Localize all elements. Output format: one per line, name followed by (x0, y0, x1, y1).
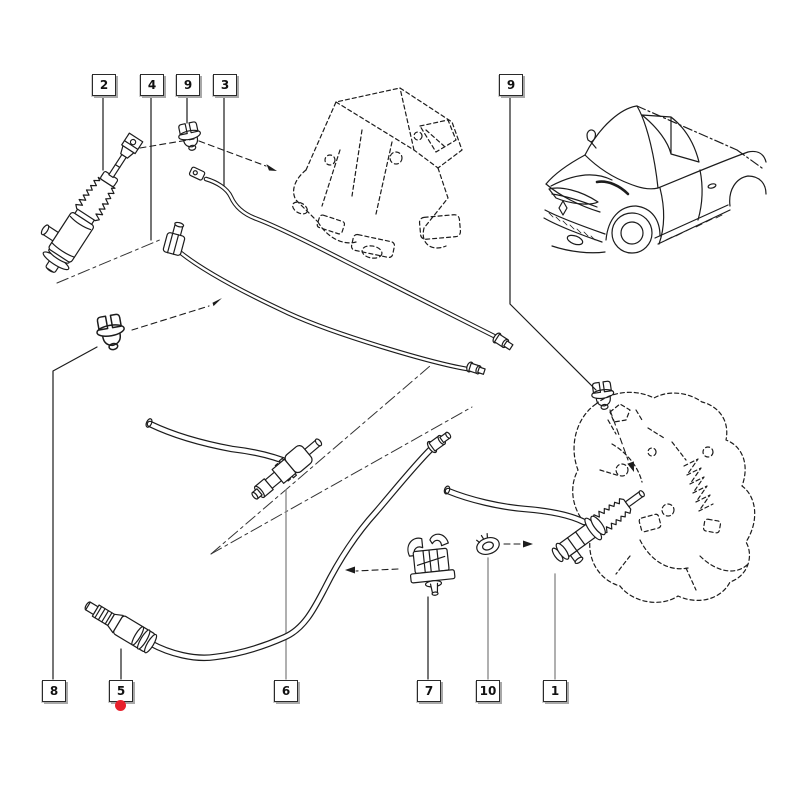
callout-label: 10 (479, 684, 497, 698)
damper-hose-illustration (84, 431, 452, 662)
callout-label: 4 (147, 78, 157, 92)
callout-box-4[interactable]: 4 (140, 74, 164, 96)
slave-cylinder-hose-illustration (443, 485, 645, 565)
callout-box-5[interactable]: 5 (109, 680, 133, 702)
vehicle-overview-illustration (543, 105, 767, 254)
callout-label: 3 (220, 78, 230, 92)
lower-hydraulic-pipe-illustration (162, 221, 486, 375)
callout-box-8[interactable]: 8 (42, 680, 66, 702)
callout-label: 9 (183, 78, 193, 92)
callout-label: 7 (424, 684, 434, 698)
upper-hydraulic-pipe-illustration (188, 166, 514, 351)
grommet-bush-illustration (476, 533, 500, 555)
callout-box-6[interactable]: 6 (274, 680, 298, 702)
callout-box-3[interactable]: 3 (213, 74, 237, 96)
callout-box-9a[interactable]: 9 (176, 74, 200, 96)
callout-box-7[interactable]: 7 (417, 680, 441, 702)
selected-part-marker (114, 700, 126, 711)
retaining-clip-illustration (407, 533, 456, 596)
leader-lines (52, 95, 597, 680)
callout-label: 5 (116, 684, 126, 698)
pointer-arrows (131, 138, 634, 574)
callout-box-10[interactable]: 10 (476, 680, 500, 702)
callout-box-9b[interactable]: 9 (499, 74, 523, 96)
pedal-bracket-ghost-illustration (292, 87, 463, 259)
callout-label: 8 (49, 684, 59, 698)
callout-label: 9 (506, 78, 516, 92)
callout-box-2[interactable]: 2 (92, 74, 116, 96)
callout-box-1[interactable]: 1 (543, 680, 567, 702)
callout-label: 1 (550, 684, 560, 698)
projection-lines (56, 238, 473, 555)
quick-connector-hose-illustration (145, 418, 323, 500)
callout-label: 6 (281, 684, 291, 698)
callout-label: 2 (99, 78, 109, 92)
clutch-master-cylinder-illustration (40, 132, 144, 273)
